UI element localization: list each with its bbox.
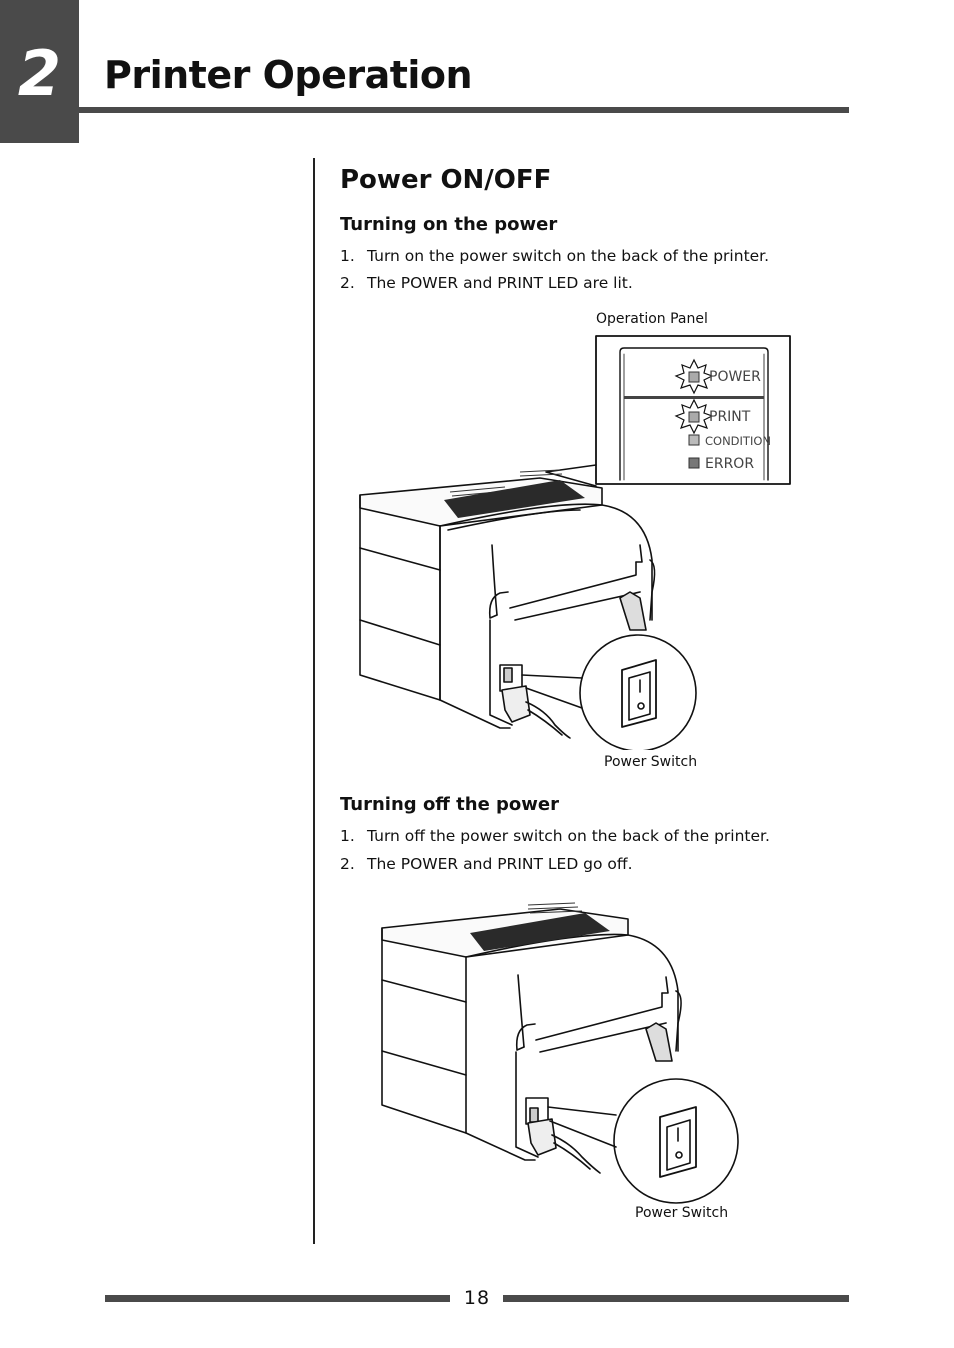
turning-off-title: Turning off the power	[340, 794, 560, 815]
step-number: 1.	[340, 827, 355, 845]
footer-bar-left	[105, 1295, 450, 1302]
printer-power-on-illustration	[359, 335, 791, 750]
header-rule	[79, 107, 849, 113]
chapter-title: Printer Operation	[104, 53, 473, 97]
step-text: Turn on the power switch on the back of …	[367, 247, 770, 265]
turning-off-step-1: 1. Turn off the power switch on the back …	[340, 825, 770, 847]
step-text: The POWER and PRINT LED go off.	[367, 855, 633, 873]
footer-bar-right	[503, 1295, 849, 1302]
step-number: 2.	[340, 855, 355, 873]
chapter-tab	[0, 0, 79, 143]
step-number: 2.	[340, 274, 355, 292]
printer-power-off-illustration	[381, 902, 739, 1204]
step-number: 1.	[340, 247, 355, 265]
turning-on-step-2: 2. The POWER and PRINT LED are lit.	[340, 272, 633, 294]
chapter-number: 2	[17, 37, 62, 110]
turning-on-step-1: 1. Turn on the power switch on the back o…	[340, 245, 769, 267]
panel-label-error: ERROR	[705, 456, 755, 472]
column-divider	[313, 158, 315, 1244]
power-switch-caption-off: Power Switch	[635, 1205, 729, 1221]
power-switch-caption-on: Power Switch	[604, 754, 698, 770]
operation-panel-caption: Operation Panel	[596, 311, 708, 327]
page-number: 18	[463, 1287, 491, 1309]
panel-label-print: PRINT	[709, 409, 751, 425]
turning-on-title: Turning on the power	[340, 214, 558, 235]
section-title: Power ON/OFF	[340, 165, 552, 195]
step-text: Turn off the power switch on the back of…	[367, 827, 770, 845]
panel-label-power: POWER	[709, 369, 761, 385]
panel-label-condition: CONDITION	[705, 434, 772, 448]
step-text: The POWER and PRINT LED are lit.	[367, 274, 633, 292]
turning-off-step-2: 2. The POWER and PRINT LED go off.	[340, 853, 633, 875]
